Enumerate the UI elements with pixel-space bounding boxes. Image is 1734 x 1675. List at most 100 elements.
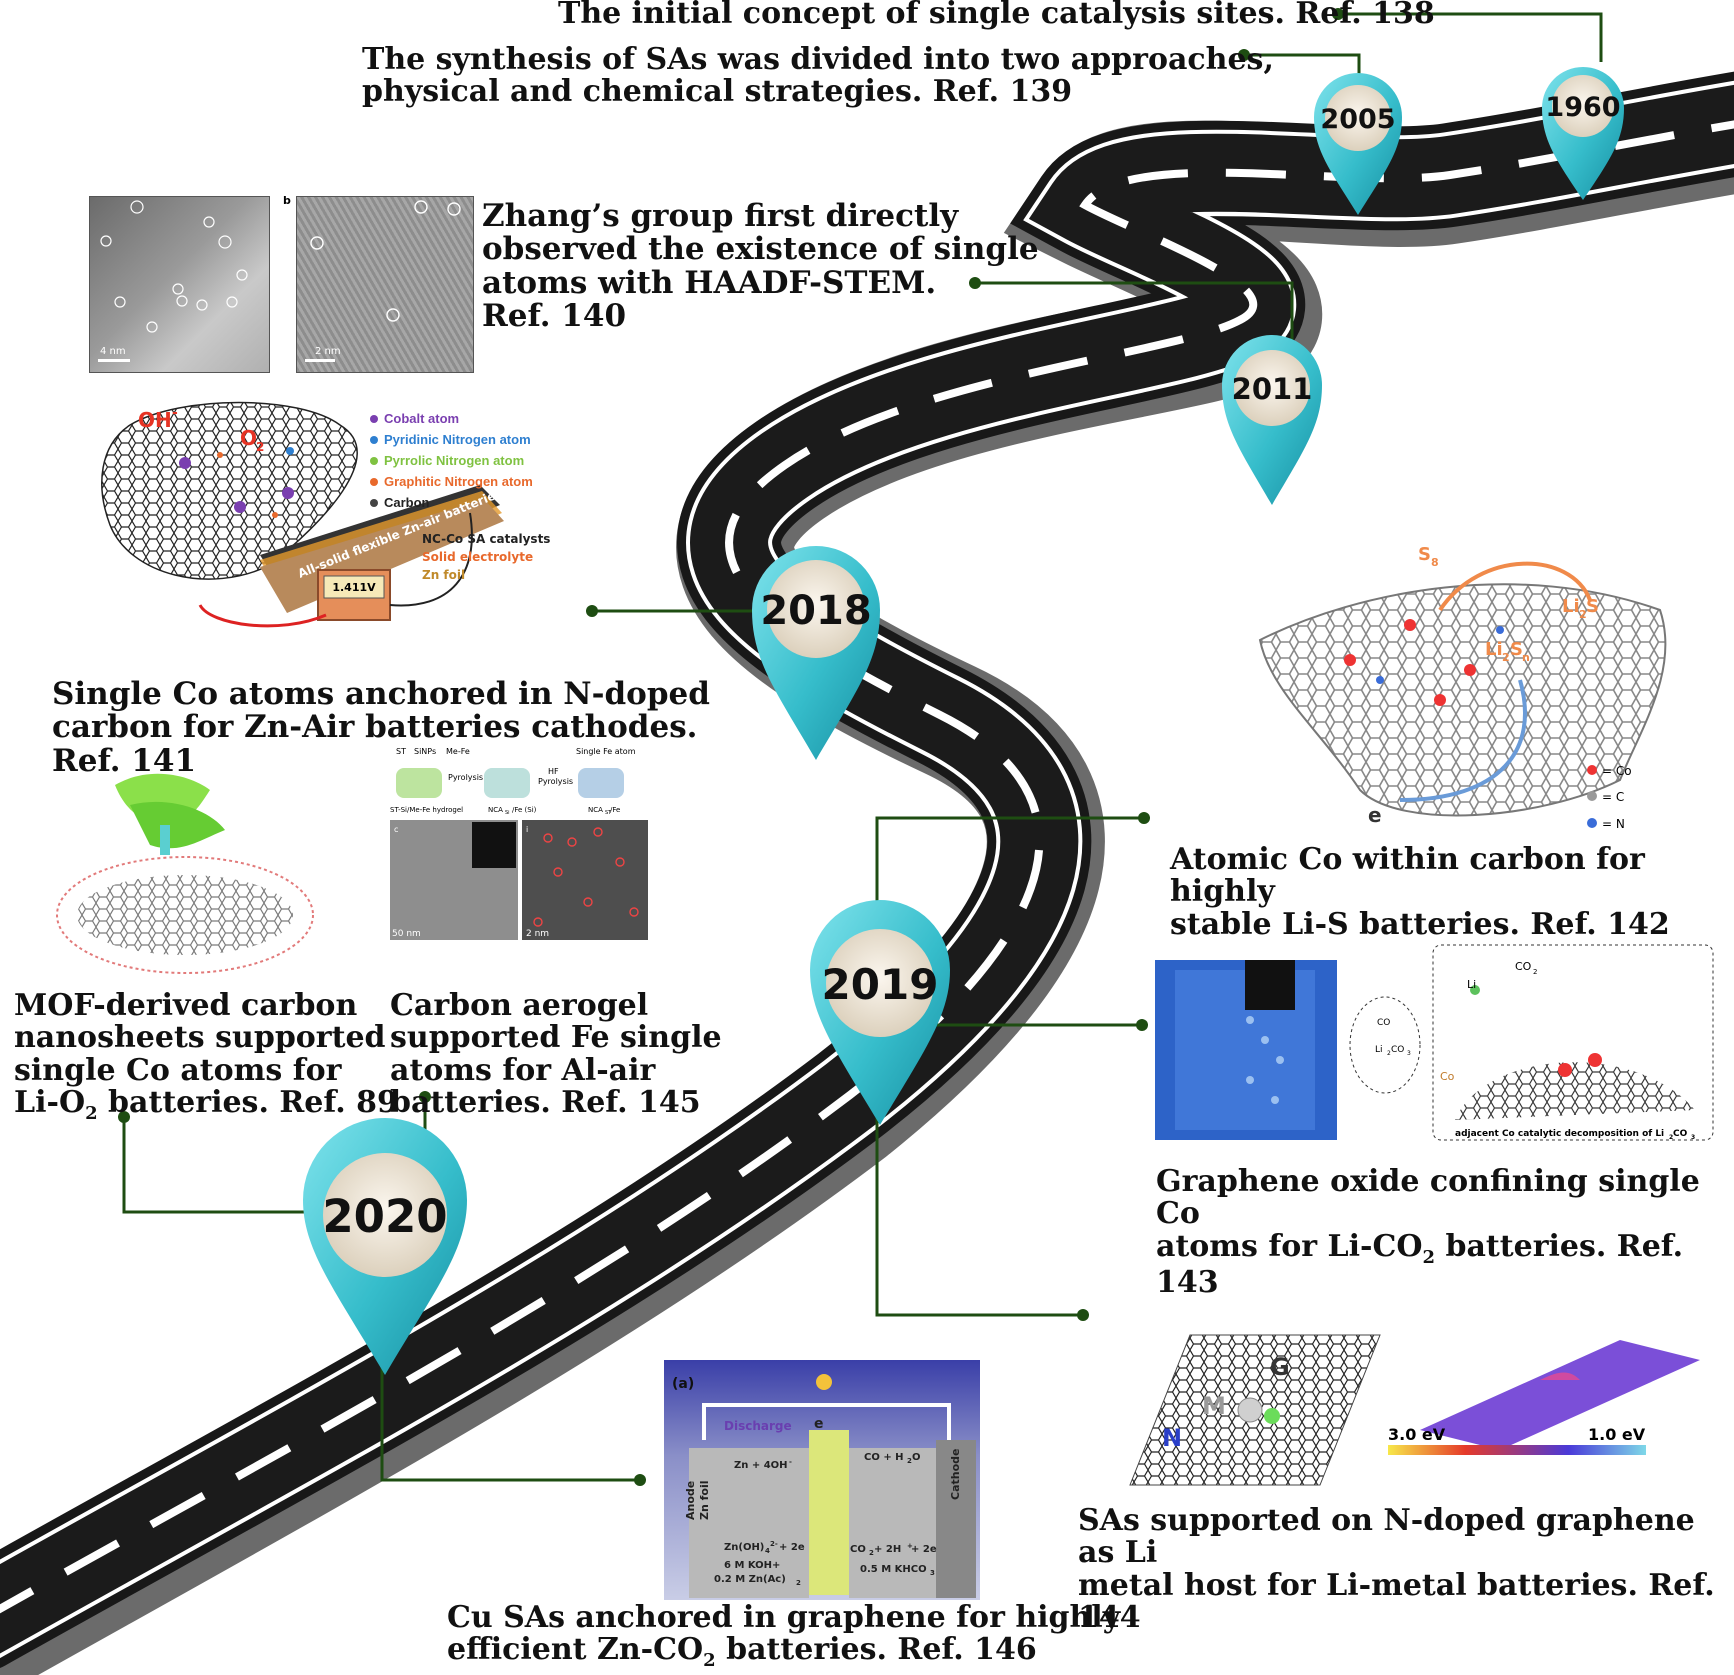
li2sn-li: Li [1485, 639, 1503, 660]
znco2-anode: Anode [684, 1481, 697, 1520]
caption-ref-140-line3: atoms with HAADF-STEM. [482, 264, 937, 301]
aerogel-sub-i: i [526, 825, 528, 834]
caption-ref-141-line3: Ref. 141 [52, 742, 197, 779]
limetal-ev-right: 1.0 eV [1588, 1425, 1646, 1444]
pin-2011: 2011 [1222, 335, 1322, 505]
caption-ref-89-line1: MOF-derived carbon [14, 988, 358, 1023]
lico2-co2-sub: 2 [1533, 968, 1537, 976]
znco2-khco3-sub: 3 [930, 1569, 935, 1577]
o2-sub: 2 [256, 440, 264, 454]
znco2-khco3: 0.5 M KHCO [860, 1564, 927, 1575]
caption-ref-142-line1: Atomic Co within carbon for highly [1170, 842, 1645, 910]
znco2-eq4: CO [850, 1544, 866, 1555]
aerogel-label-st: ST [605, 810, 612, 816]
caption-ref-140-line1: Zhang’s group first directly [482, 198, 959, 234]
znco2-eq4-post: + 2H [874, 1544, 901, 1555]
pin-2019: 2019 [810, 900, 950, 1125]
aerogel-pyrolysis-1: Pyrolysis [448, 773, 483, 782]
stem-a-atoms: 4 nm [98, 200, 248, 362]
zn-air-illustration: 1.411V All-solid flexible Zn-air batteri… [101, 401, 550, 628]
stem-image-b: 2 nm [296, 196, 474, 373]
aerogel-label-hydrogel: ST-Si/Me-Fe hydrogel [390, 806, 463, 814]
caption-ref-145-line1: Carbon aerogel [390, 988, 649, 1023]
o2-label: O [240, 426, 257, 450]
caption-ref-146-line1: Cu SAs anchored in graphene for highly [447, 1600, 1121, 1635]
znco2-electron: e [814, 1416, 824, 1432]
caption-ref-145-line3: atoms for Al-air [390, 1052, 656, 1088]
caption-ref-139: The synthesis of SAs was divided into tw… [362, 42, 1274, 109]
layer-1: NC-Co SA catalysts [422, 532, 550, 546]
pin-2005: 2005 [1314, 73, 1402, 215]
caption-ref-140-line2: observed the existence of single [482, 231, 1039, 268]
mof-panel [40, 765, 320, 980]
aerogel-scale-1: 50 nm [392, 929, 421, 939]
layer-2: Solid electrolyte [422, 550, 533, 564]
caption-ref-144: SAs supported on N-doped graphene as Li … [1078, 1504, 1734, 1635]
pin-2018: 2018 [752, 546, 880, 760]
legend-row: Cobalt atom [370, 411, 533, 426]
oh-charge: - [172, 405, 178, 421]
limetal-g: G [1270, 1353, 1290, 1381]
znco2-znac-sub: 2 [796, 1579, 801, 1587]
li2sn-sub2: 2 [1502, 651, 1510, 664]
lico2-illustration: Li CO 2 CO Li 2 CO 3 Co adjacent Co cata… [1155, 944, 1714, 1141]
aerogel-step-sinps: SiNPs [414, 747, 436, 756]
pin-1960: 1960 [1542, 67, 1624, 200]
caption-ref-141: Single Co atoms anchored in N-doped carb… [52, 677, 710, 779]
caption-ref-140-line4: Ref. 140 [482, 298, 627, 335]
aerogel-label-fe: /Fe [610, 806, 620, 814]
li2sn-subn: n [1522, 651, 1530, 664]
lico2-bubble-li2co3: Li [1375, 1045, 1383, 1055]
caption-ref-146: Cu SAs anchored in graphene for highly e… [447, 1600, 1121, 1671]
lico2-caption-sub: 2 [1669, 1134, 1673, 1141]
pin-2005-year: 2005 [1320, 104, 1395, 135]
caption-ref-143-line2-pre: atoms for Li-CO [1156, 1228, 1423, 1264]
pin-2020: 2020 [303, 1118, 467, 1375]
lico2-caption-pre: adjacent Co catalytic decomposition of L… [1455, 1129, 1664, 1139]
lico2-bubble-li2co3-sub: 2 [1387, 1050, 1391, 1057]
oh-label: OH [138, 408, 172, 432]
znco2-eq3: CO + H [864, 1452, 904, 1463]
li2s-sub: 2 [1579, 608, 1587, 621]
legend-pyridinic: Pyridinic Nitrogen atom [384, 432, 531, 447]
caption-ref-139-line1: The synthesis of SAs was divided into tw… [362, 42, 1274, 77]
li2s-li: Li [1562, 596, 1580, 617]
znco2-tag: (a) [672, 1376, 694, 1392]
limetal-ev-left: 3.0 eV [1388, 1425, 1446, 1444]
caption-ref-89-line4-post: batteries. Ref. 89 [97, 1085, 398, 1121]
stem-image-a: 4 nm [89, 196, 270, 373]
road-center-dashes [0, 120, 1734, 1614]
limetal-illustration: M G N 3.0 eV 1.0 eV [1129, 1334, 1700, 1486]
aerogel-label-si: Si [505, 810, 510, 816]
znco2-eq2: Zn(OH) [724, 1542, 764, 1553]
pin-2018-year: 2018 [760, 588, 871, 634]
lico2-li: Li [1467, 978, 1476, 991]
aerogel-step-mefe: Me-Fe [446, 747, 470, 756]
legend-co: = Co [1602, 764, 1632, 778]
legend-row: Pyridinic Nitrogen atom [370, 432, 533, 447]
legend-row: Graphitic Nitrogen atom [370, 474, 533, 489]
pyridinic-dot [370, 435, 378, 444]
aerogel-label-nca2: NCA [588, 806, 603, 814]
znco2-eq4-sub: 2 [869, 1549, 874, 1557]
caption-ref-89-line4-pre: Li-O [14, 1085, 86, 1121]
aerogel-sub-c: c [394, 825, 398, 834]
caption-ref-143-line2-sub: 2 [1422, 1246, 1436, 1268]
aerogel-label-fesi: /Fe (Si) [512, 806, 537, 814]
caption-ref-146-line2-post: batteries. Ref. 146 [715, 1632, 1037, 1668]
pin-2019-year: 2019 [822, 960, 939, 1009]
znco2-eq1: Zn + 4OH [734, 1460, 788, 1471]
graphitic-dot [370, 477, 378, 486]
znco2-illustration: (a) Discharge e Anode Zn foil Cathode Zn… [672, 1374, 976, 1598]
lico2-panel: Li CO 2 CO Li 2 CO 3 Co adjacent Co cata… [1155, 940, 1715, 1150]
znco2-koh: 6 M KOH+ [724, 1560, 780, 1571]
stem-b-scale: 2 nm [315, 346, 341, 357]
caption-ref-141-line2: carbon for Zn-Air batteries cathodes. [52, 709, 698, 746]
layer-3: Zn foil [422, 568, 465, 582]
caption-ref-138: The initial concept of single catalysis … [558, 0, 1435, 31]
connector-dots [118, 8, 1344, 1486]
znco2-discharge: Discharge [724, 1419, 792, 1433]
caption-ref-145-line2: supported Fe single [390, 1020, 722, 1056]
